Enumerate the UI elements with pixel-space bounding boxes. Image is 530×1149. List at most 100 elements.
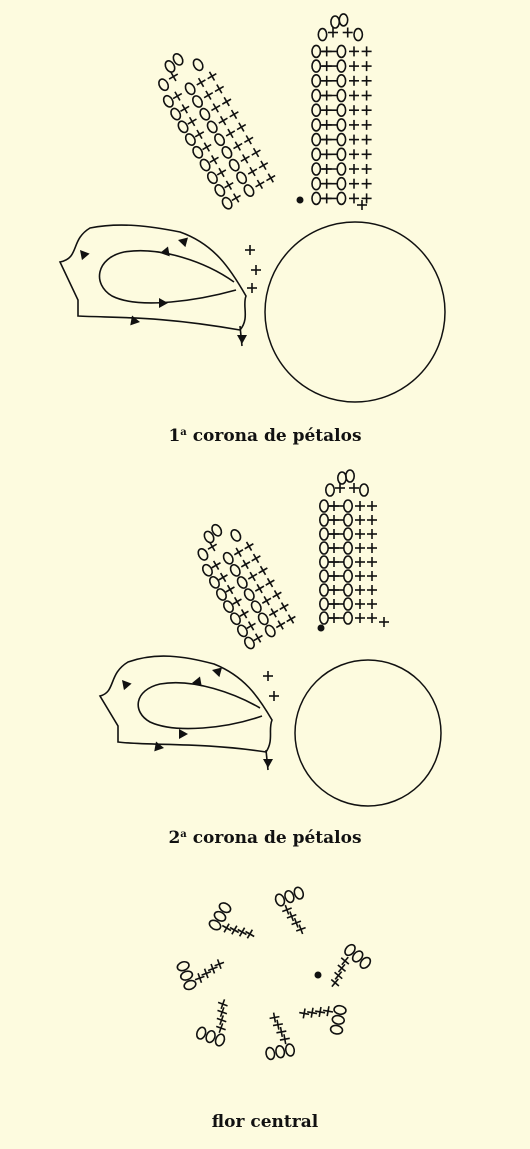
single-crochet — [361, 61, 372, 72]
chain-stitch — [208, 919, 222, 931]
single-crochet — [367, 529, 377, 539]
single-crochet — [361, 46, 372, 57]
single-crochet — [244, 135, 254, 145]
chain-stitch — [236, 624, 248, 638]
single-crochet — [194, 129, 205, 140]
single-crochet — [279, 602, 289, 612]
chain-stitch — [318, 555, 329, 569]
chain-stitch — [311, 74, 322, 88]
single-crochet — [218, 115, 228, 126]
single-crochet — [349, 119, 359, 130]
chain-stitch — [275, 1044, 286, 1059]
chain-stitch — [172, 52, 184, 66]
chain-stitch — [333, 1004, 347, 1016]
single-crochet — [355, 599, 365, 609]
single-crochet — [211, 103, 221, 113]
chain-stitch — [336, 147, 347, 162]
direction-arrow — [159, 298, 168, 308]
chain-stitch — [162, 94, 174, 108]
chain-stitch — [183, 979, 197, 991]
single-crochet — [361, 134, 372, 145]
single-crochet — [251, 553, 261, 564]
chain-stitch — [192, 58, 204, 72]
chain-stitch — [336, 88, 347, 103]
chain-stitch — [179, 970, 194, 981]
single-crochet — [229, 109, 239, 120]
chain-stitch — [318, 597, 329, 611]
chain-stitch — [213, 910, 227, 922]
single-crochet — [236, 122, 247, 132]
single-crochet — [237, 927, 247, 937]
single-crochet — [349, 164, 359, 174]
single-crochet — [251, 147, 261, 158]
chain-stitch — [222, 551, 234, 565]
single-crochet — [349, 193, 359, 204]
single-crochet — [355, 529, 365, 539]
loop-inner — [98, 250, 237, 304]
single-crochet — [216, 1015, 227, 1026]
chain-stitch — [311, 132, 322, 147]
single-crochet — [229, 925, 240, 935]
single-crochet — [361, 75, 372, 86]
single-crochet — [254, 583, 265, 594]
single-crochet — [349, 90, 359, 101]
single-crochet — [203, 90, 214, 100]
center-ring-1 — [264, 221, 446, 403]
single-crochet — [337, 963, 347, 973]
chain-stitch — [331, 1014, 346, 1025]
chain-stitch — [191, 95, 204, 108]
chain-stitch — [236, 576, 248, 589]
single-crochet — [367, 571, 377, 581]
chain-stitch — [318, 569, 329, 583]
direction-arrow — [237, 335, 247, 344]
chain-stitch — [318, 527, 329, 541]
chain-stitch — [214, 1033, 226, 1047]
chain-stitch — [199, 158, 211, 172]
chain-stitch — [342, 527, 353, 541]
chain-stitch — [229, 612, 241, 626]
single-crochet — [247, 571, 258, 582]
chain-stitch — [330, 15, 341, 29]
chain-stitch — [351, 950, 364, 963]
single-crochet — [272, 1019, 284, 1030]
chain-stitch — [265, 1046, 276, 1061]
single-crochet — [286, 614, 296, 624]
chain-stitch — [342, 499, 353, 513]
direction-arrow — [212, 667, 222, 678]
single-crochet — [355, 543, 365, 553]
chain-stitch — [206, 171, 218, 185]
chain-stitch — [336, 59, 347, 73]
chain-stitch — [324, 483, 335, 497]
single-crochet — [255, 179, 265, 190]
chain-stitch — [338, 13, 349, 27]
single-crochet — [349, 46, 359, 57]
single-crochet — [221, 923, 232, 933]
single-crochet — [261, 596, 272, 606]
single-crochet — [355, 515, 365, 525]
single-crochet — [214, 84, 225, 94]
chain-stitch — [311, 191, 322, 206]
single-crochet — [328, 27, 338, 38]
single-crochet — [335, 483, 345, 493]
single-crochet — [239, 609, 249, 619]
single-crochet — [367, 599, 377, 609]
single-crochet — [269, 691, 279, 701]
chain-stitch — [336, 162, 347, 176]
chain-stitch — [243, 636, 255, 650]
single-crochet — [225, 584, 235, 595]
single-crochet — [269, 1012, 280, 1023]
chain-stitch — [317, 27, 328, 42]
single-crochet — [215, 1023, 226, 1034]
direction-arrow — [130, 315, 140, 326]
direction-arrow — [160, 246, 170, 257]
chain-stitch — [353, 27, 364, 42]
start-dot — [314, 971, 322, 979]
chain-stitch — [230, 528, 242, 542]
single-crochet — [245, 929, 255, 939]
single-crochet — [340, 956, 350, 966]
single-crochet — [251, 265, 261, 275]
chain-stitch — [203, 530, 215, 544]
single-crochet — [291, 917, 302, 928]
chain-stitch — [214, 184, 226, 197]
